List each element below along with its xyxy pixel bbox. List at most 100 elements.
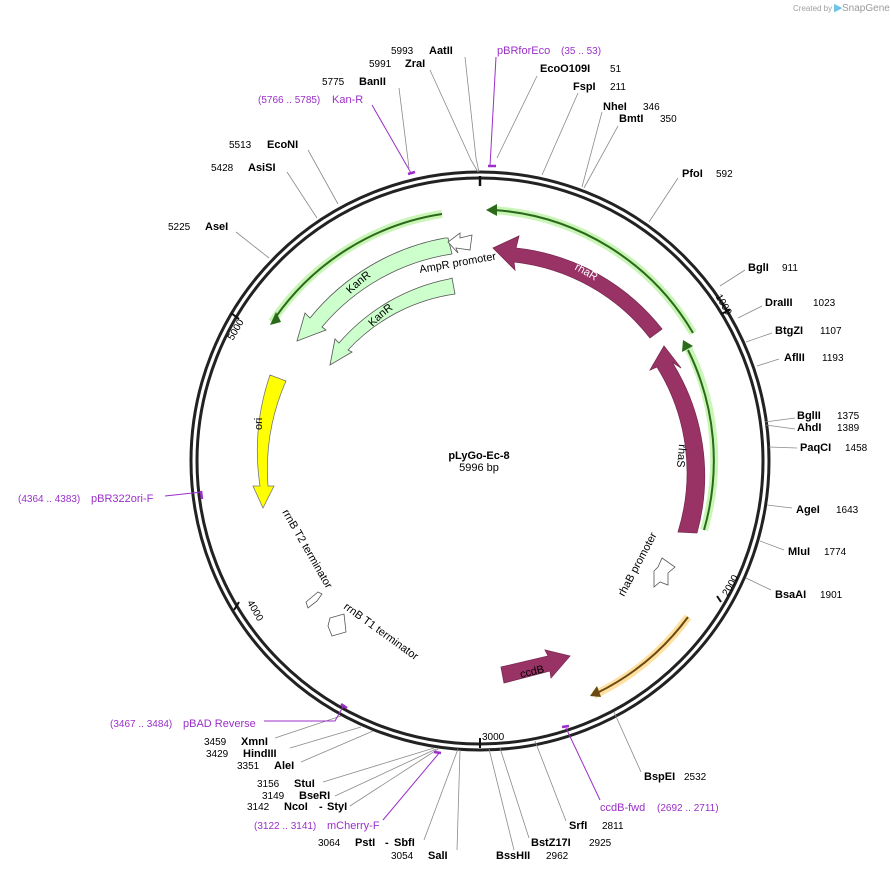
enzyme-site[interactable]: 2811 <box>602 821 624 832</box>
kanr-arrow[interactable] <box>296 237 453 342</box>
top-highlight-line <box>493 209 694 334</box>
enzyme-site[interactable]: 592 <box>716 169 733 180</box>
rrnb-t2-terminator-label: rrnB T2 terminator <box>279 508 334 591</box>
primer-mcherry-name[interactable]: mCherry-F <box>327 820 380 832</box>
enzyme-site[interactable]: 911 <box>782 263 798 274</box>
snapgene-credit: Created by ▶ SnapGene <box>793 2 890 14</box>
enzyme-site[interactable]: 1193 <box>822 353 844 364</box>
enzyme-site[interactable]: 3351 <box>237 761 260 772</box>
enzyme-site[interactable]: 5993 <box>391 46 414 57</box>
rhas-arrow[interactable] <box>649 345 706 534</box>
enzyme-site[interactable]: 3429 <box>206 749 229 760</box>
enzyme-srfi[interactable]: SrfI <box>569 820 587 832</box>
tick-mark-1000 <box>720 309 731 315</box>
enzyme-site[interactable]: 5225 <box>168 222 191 233</box>
primer-ccdb-name[interactable]: ccdB-fwd <box>600 802 645 814</box>
orange-highlight-arrowhead <box>590 686 601 697</box>
primer-pbr322ori-name[interactable]: pBR322ori-F <box>91 493 154 505</box>
enzyme-site[interactable]: 1458 <box>845 443 868 454</box>
enzyme-site[interactable]: 5428 <box>211 163 234 174</box>
tick-mark-2000 <box>716 595 722 603</box>
enzyme-bstz17i[interactable]: BstZ17I <box>531 837 571 849</box>
enzyme-asisi[interactable]: AsiSI <box>248 162 276 174</box>
enzyme-bseri[interactable]: BseRI <box>299 790 330 802</box>
top-highlight-arrowhead <box>486 204 497 216</box>
rhab-promoter-arrow[interactable] <box>653 557 676 588</box>
enzyme-ahdi[interactable]: AhdI <box>797 422 821 434</box>
right-highlight-arrowhead <box>682 340 693 352</box>
enzyme-site[interactable]: 1023 <box>813 298 836 309</box>
enzyme-site[interactable]: 2962 <box>546 851 569 862</box>
enzyme-site[interactable]: 346 <box>643 102 660 113</box>
enzyme-site[interactable]: 1107 <box>820 326 842 337</box>
enzyme-sali[interactable]: SalI <box>428 850 448 862</box>
enzyme-styi[interactable]: StyI <box>327 801 347 813</box>
enzyme-site[interactable]: 3142 <box>247 802 270 813</box>
enzyme-site[interactable]: 3054 <box>391 851 414 862</box>
enzyme-zrai[interactable]: ZraI <box>405 58 425 70</box>
enzyme-nhei[interactable]: NheI <box>603 101 627 113</box>
kanr-inner-arrow[interactable] <box>329 277 456 366</box>
enzyme-site[interactable]: 3459 <box>204 737 227 748</box>
enzyme-alei[interactable]: AleI <box>274 760 294 772</box>
enzyme-bsshii[interactable]: BssHII <box>496 850 530 862</box>
enzyme-btgzi[interactable]: BtgZI <box>775 325 803 337</box>
enzyme-bglii[interactable]: BglII <box>797 410 821 422</box>
enzyme-xmni[interactable]: XmnI <box>241 736 268 748</box>
primer-pbrforeco-name[interactable]: pBRforEco <box>497 45 550 57</box>
enzyme-sbfi[interactable]: SbfI <box>394 837 415 849</box>
enzyme-sep: - <box>385 837 389 849</box>
enzyme-bsaai[interactable]: BsaAI <box>775 589 806 601</box>
enzyme-stui[interactable]: StuI <box>294 778 315 790</box>
enzyme-bspei[interactable]: BspEI <box>644 771 675 783</box>
enzyme-sep: - <box>319 801 323 813</box>
enzyme-site[interactable]: 1774 <box>824 547 847 558</box>
orange-highlight-band[interactable] <box>592 614 692 699</box>
enzyme-psti[interactable]: PstI <box>355 837 375 849</box>
enzyme-fspi[interactable]: FspI <box>573 81 596 93</box>
enzyme-hindiii[interactable]: HindIII <box>243 748 277 760</box>
tick-mark-5000 <box>230 312 240 320</box>
ccdb-arrow[interactable] <box>500 649 571 684</box>
enzyme-ecoo109i[interactable]: EcoO109I <box>540 63 590 75</box>
enzyme-site[interactable]: 3156 <box>257 779 280 790</box>
enzyme-site[interactable]: 5513 <box>229 140 252 151</box>
enzyme-site[interactable]: 2532 <box>684 772 707 783</box>
enzyme-site[interactable]: 5775 <box>322 77 345 88</box>
enzyme-econi[interactable]: EcoNI <box>267 139 298 151</box>
primer-pbad-name[interactable]: pBAD Reverse <box>183 718 256 730</box>
ampr-promoter-arrow[interactable] <box>447 232 473 254</box>
enzyme-site[interactable]: 3064 <box>318 838 341 849</box>
enzyme-site[interactable]: 350 <box>660 114 677 125</box>
enzyme-site[interactable]: 2925 <box>589 838 612 849</box>
enzyme-ncoi[interactable]: NcoI <box>284 801 308 813</box>
ori-arrow[interactable] <box>252 374 287 509</box>
kanr-highlight-band[interactable] <box>268 210 443 325</box>
enzyme-site[interactable]: 51 <box>610 64 622 75</box>
enzyme-draiii[interactable]: DraIII <box>765 297 793 309</box>
ccdb-label: ccdB <box>519 663 546 681</box>
enzyme-site[interactable]: 211 <box>610 82 626 93</box>
enzyme-aatii[interactable]: AatII <box>429 45 453 57</box>
enzyme-site[interactable]: 5991 <box>369 59 392 70</box>
rrnb-t1-terminator-arrow[interactable] <box>327 613 347 637</box>
enzyme-mlui[interactable]: MluI <box>788 546 810 558</box>
enzyme-pfoi[interactable]: PfoI <box>682 168 703 180</box>
enzyme-site[interactable]: 1901 <box>820 590 843 601</box>
rrnb-t2-terminator-arrow[interactable] <box>305 591 323 609</box>
enzyme-aflii[interactable]: AflII <box>784 352 805 364</box>
enzyme-banii[interactable]: BanII <box>359 76 386 88</box>
enzyme-asei[interactable]: AseI <box>205 221 228 233</box>
enzyme-site[interactable]: 1389 <box>837 423 860 434</box>
enzyme-site[interactable]: 1375 <box>837 411 860 422</box>
enzyme-paqci[interactable]: PaqCI <box>800 442 831 454</box>
enzyme-site[interactable]: 1643 <box>836 505 859 516</box>
enzyme-agei[interactable]: AgeI <box>796 504 820 516</box>
primer-kanr-name[interactable]: Kan-R <box>332 94 363 106</box>
enzyme-bmti[interactable]: BmtI <box>619 113 643 125</box>
enzyme-site[interactable]: 3149 <box>262 791 285 802</box>
rhar-arrow[interactable] <box>492 235 663 339</box>
enzyme-bgli[interactable]: BglI <box>748 262 769 274</box>
snapgene-logo-icon: ▶ <box>834 2 843 14</box>
